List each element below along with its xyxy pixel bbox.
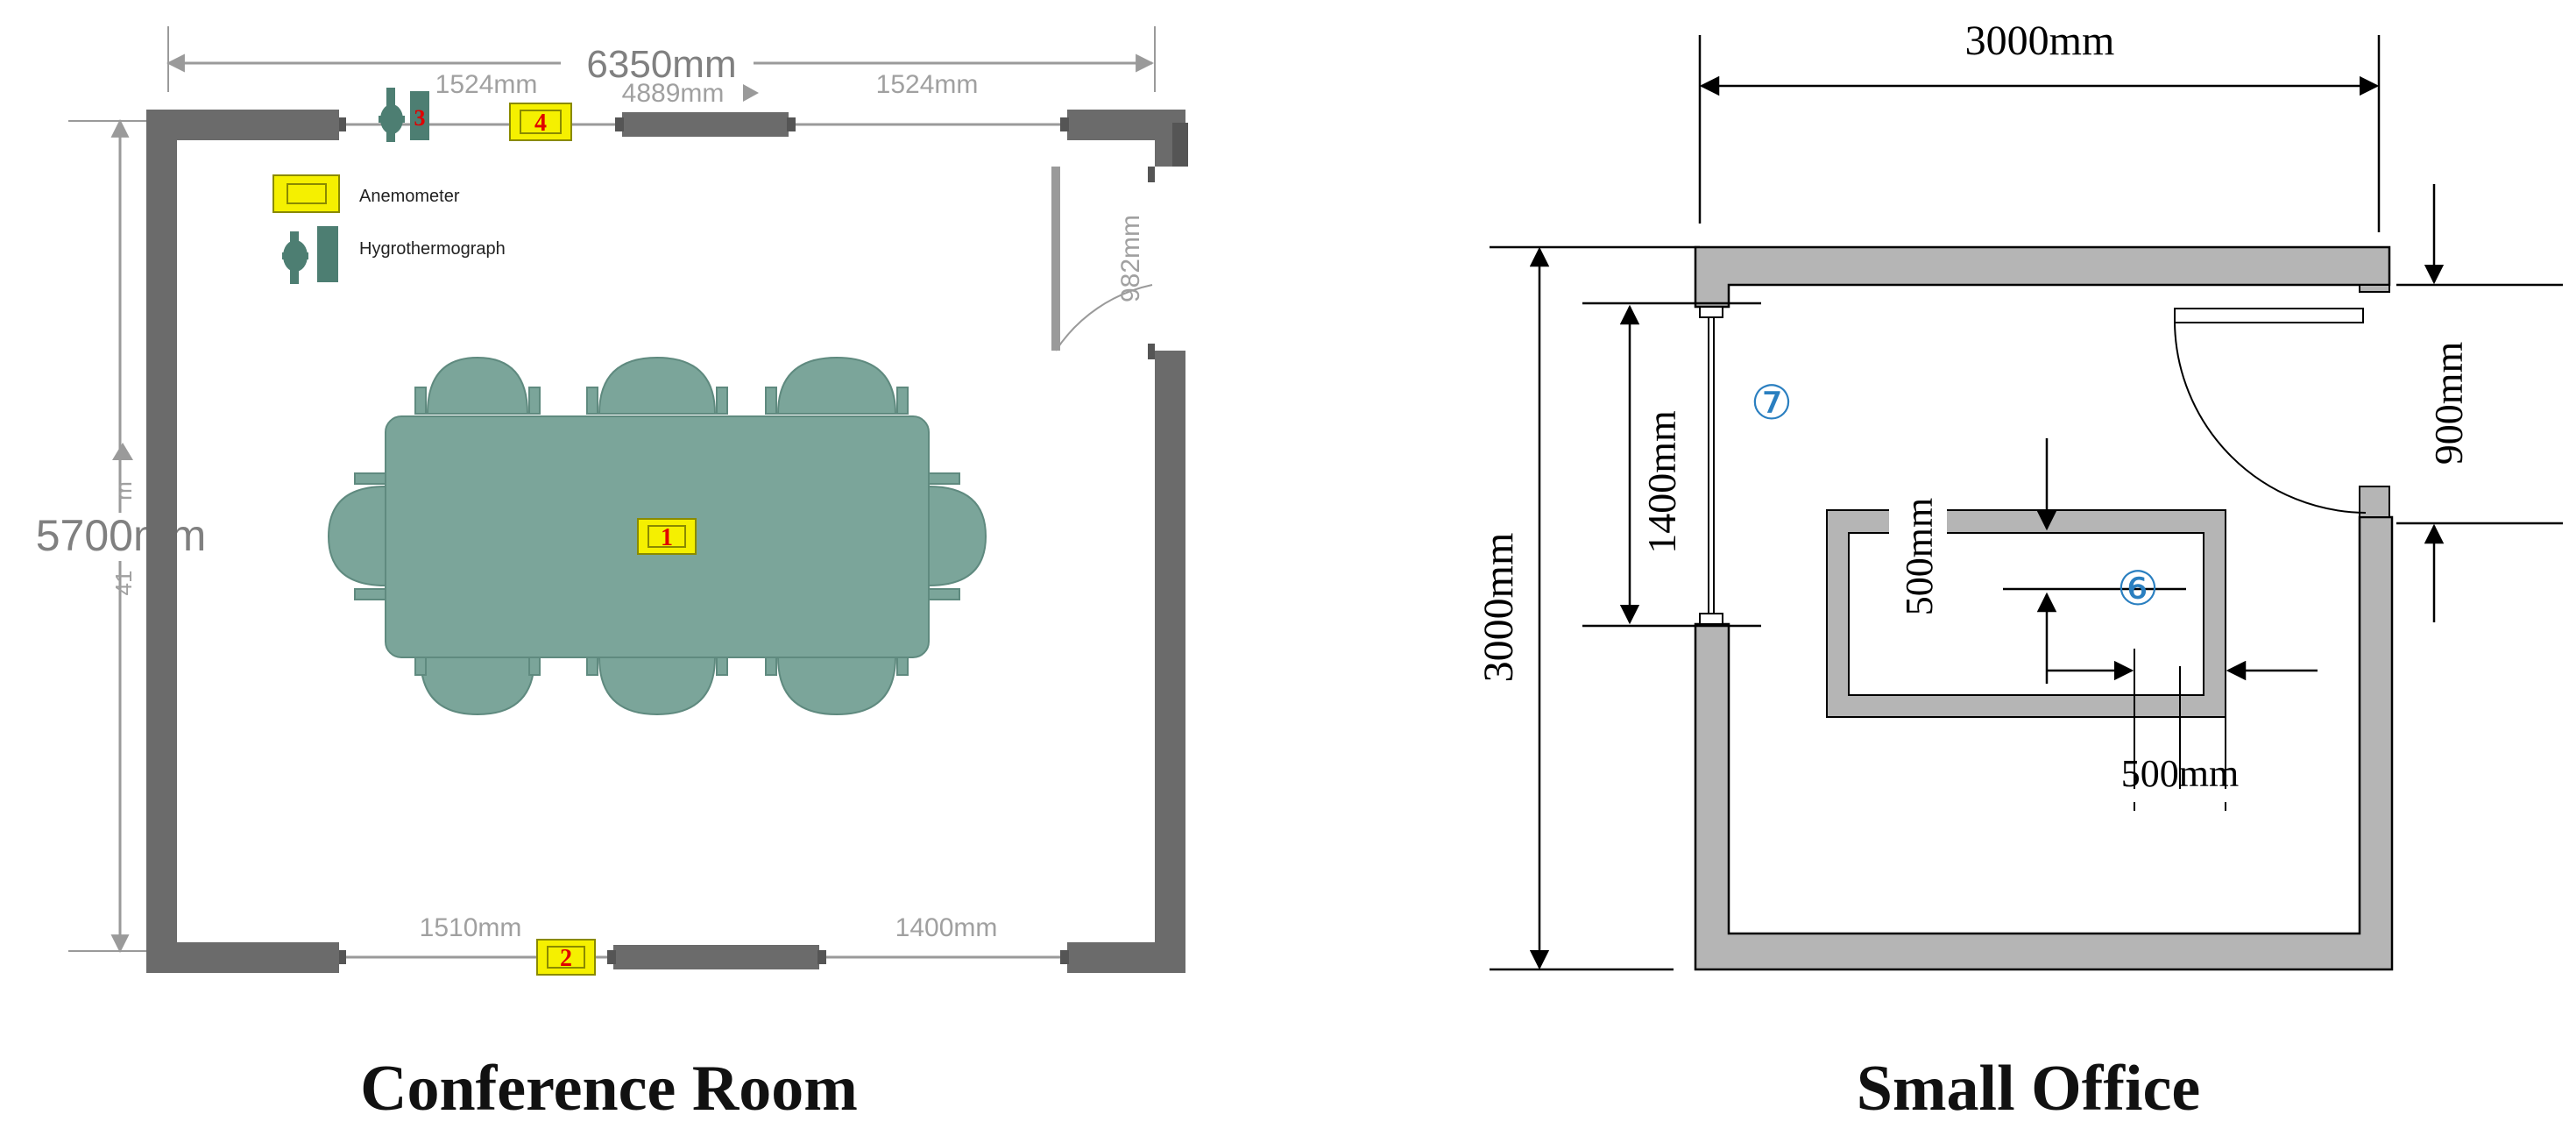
inner-width-label: 500mm — [2121, 752, 2239, 795]
office-height-label: 3000mm — [1476, 533, 1522, 683]
bottom-window-left-label: 1510mm — [420, 913, 522, 942]
office-door: 900mm — [2174, 184, 2563, 622]
chairs-top — [414, 356, 909, 415]
top-window-left-label: 1524mm — [435, 70, 538, 99]
chairs-sides — [327, 472, 987, 600]
conference-walls — [146, 110, 1188, 973]
point-7-label: ⑦ — [1751, 377, 1793, 430]
anemometer-legend-label: Anemometer — [359, 187, 460, 206]
office-window: 1400mm — [1582, 302, 1761, 628]
top-window-right-label: 1524mm — [876, 70, 979, 99]
door-dim-label: 982mm — [1116, 215, 1145, 302]
svg-text:1: 1 — [661, 524, 673, 551]
door-width-label: 900mm — [2426, 342, 2471, 465]
office-walls — [1694, 245, 2394, 971]
anemometer-legend-icon — [272, 174, 340, 213]
side-fragment-top: m — [110, 481, 137, 501]
office-width-label: 3000mm — [1965, 18, 2115, 64]
small-office-plan: 3000mm 3000mm 1400mm ⑦ — [1476, 18, 2563, 971]
top-window-mid-label: 4889mm — [622, 79, 725, 108]
bottom-windows: 1510mm 1400mm — [339, 913, 1069, 969]
window-dim-label: 1400mm — [1639, 410, 1684, 554]
small-office-caption: Small Office — [1856, 1053, 2201, 1125]
svg-text:4: 4 — [534, 110, 547, 137]
office-desk — [1826, 507, 2226, 718]
total-width-label: 6350mm — [586, 43, 736, 86]
total-height-label: 5700mm — [36, 511, 207, 560]
conference-room-caption: Conference Room — [360, 1053, 858, 1125]
hygrothermograph-legend-icon — [282, 226, 338, 284]
sensor-legend: Anemometer Hygrothermograph — [272, 174, 506, 284]
inner-height-label: 500mm — [1898, 498, 1941, 615]
conference-door: 982mm — [1051, 167, 1155, 359]
side-fragment-bottom: 41 — [110, 571, 137, 596]
sensor-point-1: 1 — [637, 518, 697, 555]
conference-room-plan: 6350mm 5700mm m 41 — [11, 26, 1188, 976]
chairs-bottom — [414, 648, 909, 716]
svg-text:2: 2 — [560, 945, 572, 972]
top-windows: 1524mm 4889mm 1524mm — [339, 70, 1069, 137]
svg-text:3: 3 — [414, 105, 426, 131]
point-6-label: ⑥ — [2117, 563, 2159, 615]
sensor-point-4: 4 — [509, 103, 572, 141]
sensor-point-2: 2 — [536, 939, 596, 976]
inner-dimensions: 500mm ⑥ 500mm — [1898, 438, 2318, 811]
sensor-point-3: 3 — [379, 88, 429, 142]
bottom-window-right-label: 1400mm — [895, 913, 998, 942]
hygrothermograph-legend-label: Hygrothermograph — [359, 239, 506, 259]
